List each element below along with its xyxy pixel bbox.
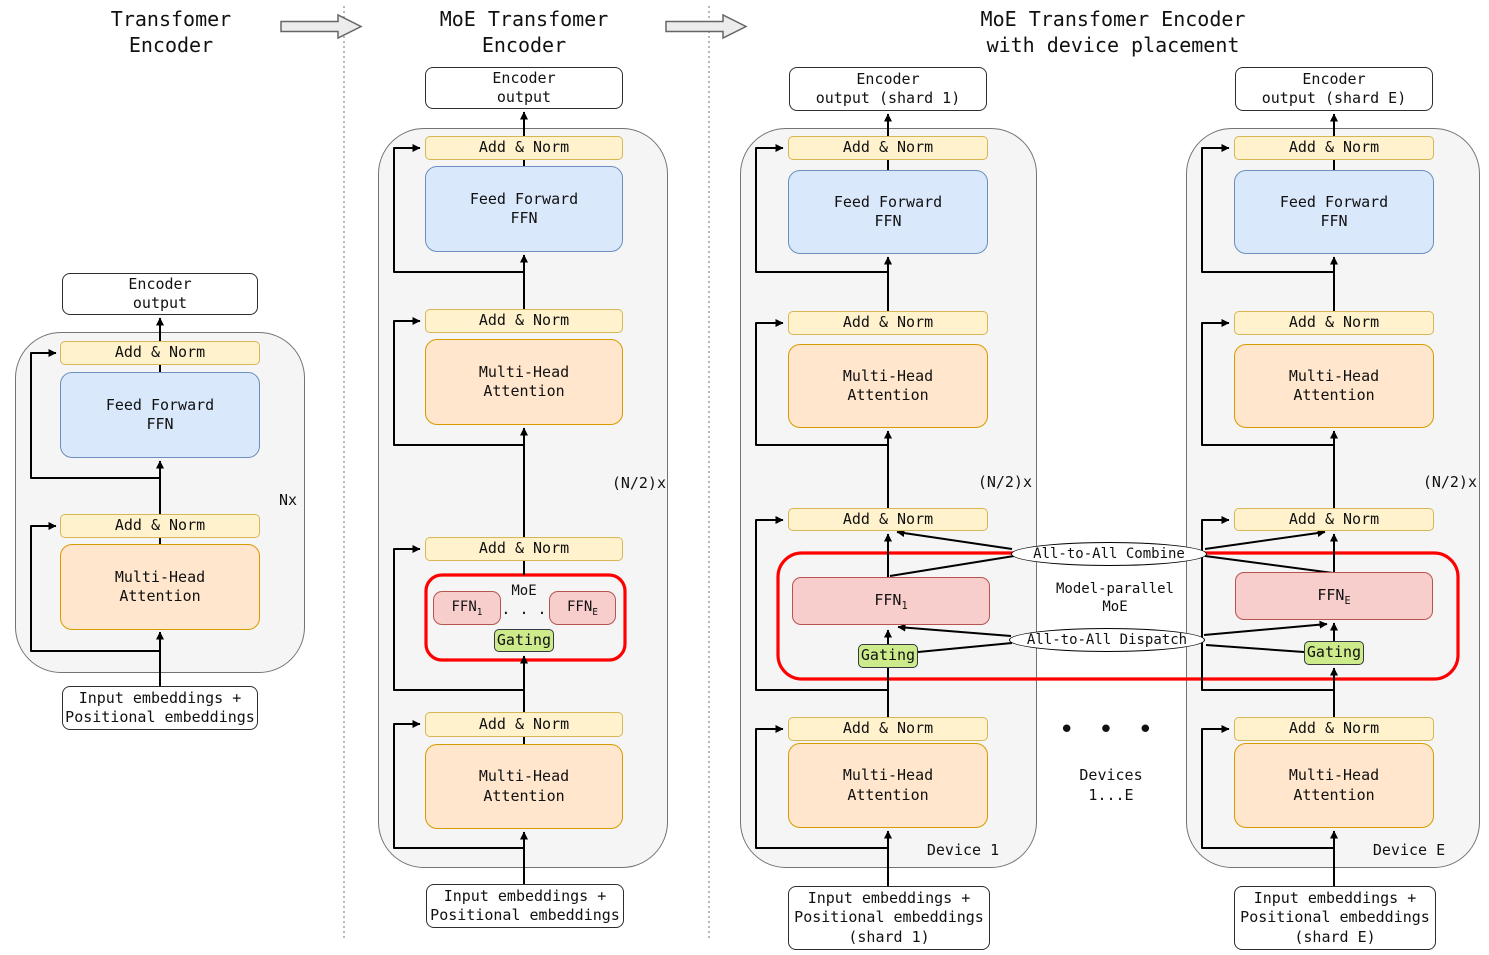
multi-head-attention-box: Multi-Head Attention [425,339,623,425]
add-norm-box: Add & Norm [1234,508,1434,531]
add-norm-box: Add & Norm [425,712,623,737]
add-norm-box: Add & Norm [60,341,260,365]
add-norm-box: Add & Norm [425,537,623,561]
multi-head-attention-box: Multi-Head Attention [60,544,260,630]
device-E-label: Device E [1372,841,1446,859]
repeat-count-label: (N/2)x [611,474,666,492]
encoder-output-shard1-box: Encoder output (shard 1) [789,67,987,111]
ffn-expert-1-label: FFN1 [451,599,483,618]
ffn-expert-E-box: FFNE [1235,572,1433,620]
multi-head-attention-box: Multi-Head Attention [788,743,988,828]
encoder-output-box: Encoder output [425,67,623,109]
feed-forward-box: Feed Forward FFN [60,372,260,458]
repeat-count-label: (N/2)x [1422,473,1477,491]
add-norm-box: Add & Norm [1234,717,1434,741]
ffn-expert-1-box: FFN1 [792,577,990,625]
add-norm-box: Add & Norm [788,717,988,741]
multi-head-attention-box: Multi-Head Attention [1234,743,1434,828]
transition-arrow-1 [280,13,363,40]
input-embeddings-box: Input embeddings + Positional embeddings [426,884,624,928]
all-to-all-combine-ellipse: All-to-All Combine [1011,542,1207,566]
multi-head-attention-box: Multi-Head Attention [425,744,623,829]
panel2-title: MoE Transfomer Encoder [439,7,609,57]
model-parallel-moe-label: Model-parallel MoE [1055,581,1174,616]
panel1-title: Transfomer Encoder [110,7,232,57]
ffn-expert-1-box: FFN1 [433,591,501,625]
device-dots-label: • • • [1058,715,1158,745]
add-norm-box: Add & Norm [1234,311,1434,335]
ffn-expert-E-label: FFNE [1317,586,1351,608]
repeat-count-label: (N/2)x [977,473,1032,491]
moe-label: MoE [511,583,537,599]
input-embeddings-box: Input embeddings + Positional embeddings [62,686,258,730]
add-norm-box: Add & Norm [788,311,988,335]
repeat-count-label: Nx [278,491,298,509]
gating-box: Gating [494,629,554,652]
ffn-expert-E-label: FFNE [566,599,599,618]
add-norm-box: Add & Norm [425,309,623,333]
feed-forward-box: Feed Forward FFN [788,170,988,254]
add-norm-box: Add & Norm [425,136,623,160]
ffn-expert-E-box: FFNE [549,591,616,625]
input-embeddings-shard1-box: Input embeddings + Positional embeddings… [788,886,990,950]
encoder-output-box: Encoder output [62,273,258,315]
gating-box: Gating [858,644,918,668]
gating-box: Gating [1304,641,1364,665]
add-norm-box: Add & Norm [60,514,260,538]
feed-forward-box: Feed Forward FFN [425,166,623,252]
multi-head-attention-box: Multi-Head Attention [1234,344,1434,428]
add-norm-box: Add & Norm [1234,136,1434,160]
devices-range-label: Devices 1...E [1079,766,1143,804]
add-norm-box: Add & Norm [788,508,988,531]
ffn-expert-1-label: FFN1 [874,591,908,613]
device-1-label: Device 1 [926,841,1000,859]
encoder-output-shardE-box: Encoder output (shard E) [1235,67,1433,111]
input-embeddings-shardE-box: Input embeddings + Positional embeddings… [1234,886,1436,950]
panel3-title: MoE Transfomer Encoder with device place… [980,7,1246,57]
transition-arrow-2 [665,13,748,40]
expert-dots-label: . . . [501,600,547,618]
feed-forward-box: Feed Forward FFN [1234,170,1434,254]
multi-head-attention-box: Multi-Head Attention [788,344,988,428]
all-to-all-dispatch-ellipse: All-to-All Dispatch [1009,628,1205,652]
add-norm-box: Add & Norm [788,136,988,160]
